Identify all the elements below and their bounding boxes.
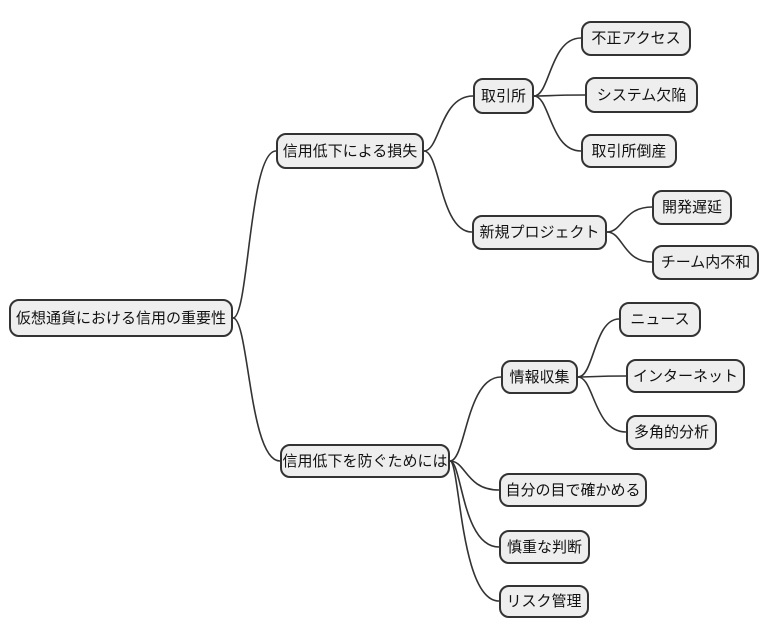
edge-info-internet bbox=[577, 375, 627, 378]
node-development-delay: 開発遅延 bbox=[652, 190, 732, 225]
node-exchange: 取引所 bbox=[473, 78, 534, 114]
node-news: ニュース bbox=[619, 302, 701, 337]
edge-exchange-unauth bbox=[533, 37, 582, 97]
node-exchange-bankruptcy: 取引所倒産 bbox=[581, 134, 677, 168]
node-root: 仮想通貨における信用の重要性 bbox=[9, 299, 233, 337]
node-prevention: 信用低下を防ぐためには bbox=[280, 444, 450, 478]
edge-prevention-risk bbox=[449, 460, 500, 602]
edge-prevention-careful bbox=[449, 460, 500, 548]
node-careful-judgment: 慎重な判断 bbox=[499, 530, 590, 564]
edge-newproject-discord bbox=[606, 231, 653, 263]
node-multifaceted-analysis: 多角的分析 bbox=[626, 415, 717, 450]
node-system-defect: システム欠陥 bbox=[585, 77, 698, 113]
node-internet: インターネット bbox=[626, 359, 745, 393]
edge-info-analysis bbox=[577, 376, 627, 433]
edge-loss-newproject bbox=[423, 150, 473, 233]
node-team-discord: チーム内不和 bbox=[652, 245, 759, 280]
node-credit-loss: 信用低下による損失 bbox=[276, 133, 424, 169]
edge-newproject-devdelay bbox=[606, 206, 653, 233]
edge-exchange-bankrupt bbox=[533, 95, 582, 152]
node-new-project: 新規プロジェクト bbox=[472, 215, 607, 250]
node-info-gathering: 情報収集 bbox=[501, 360, 578, 394]
edge-loss-exchange bbox=[423, 95, 474, 152]
edge-prevention-info bbox=[449, 376, 502, 462]
edge-root-loss bbox=[232, 150, 277, 319]
edge-prevention-verify bbox=[449, 460, 500, 491]
node-risk-management: リスク管理 bbox=[499, 585, 589, 618]
edge-exchange-sysdef bbox=[533, 94, 586, 97]
node-verify-yourself: 自分の目で確かめる bbox=[499, 473, 647, 507]
node-unauthorized-access: 不正アクセス bbox=[581, 21, 691, 56]
edge-info-news bbox=[577, 318, 620, 378]
edge-root-prevention bbox=[232, 317, 281, 462]
